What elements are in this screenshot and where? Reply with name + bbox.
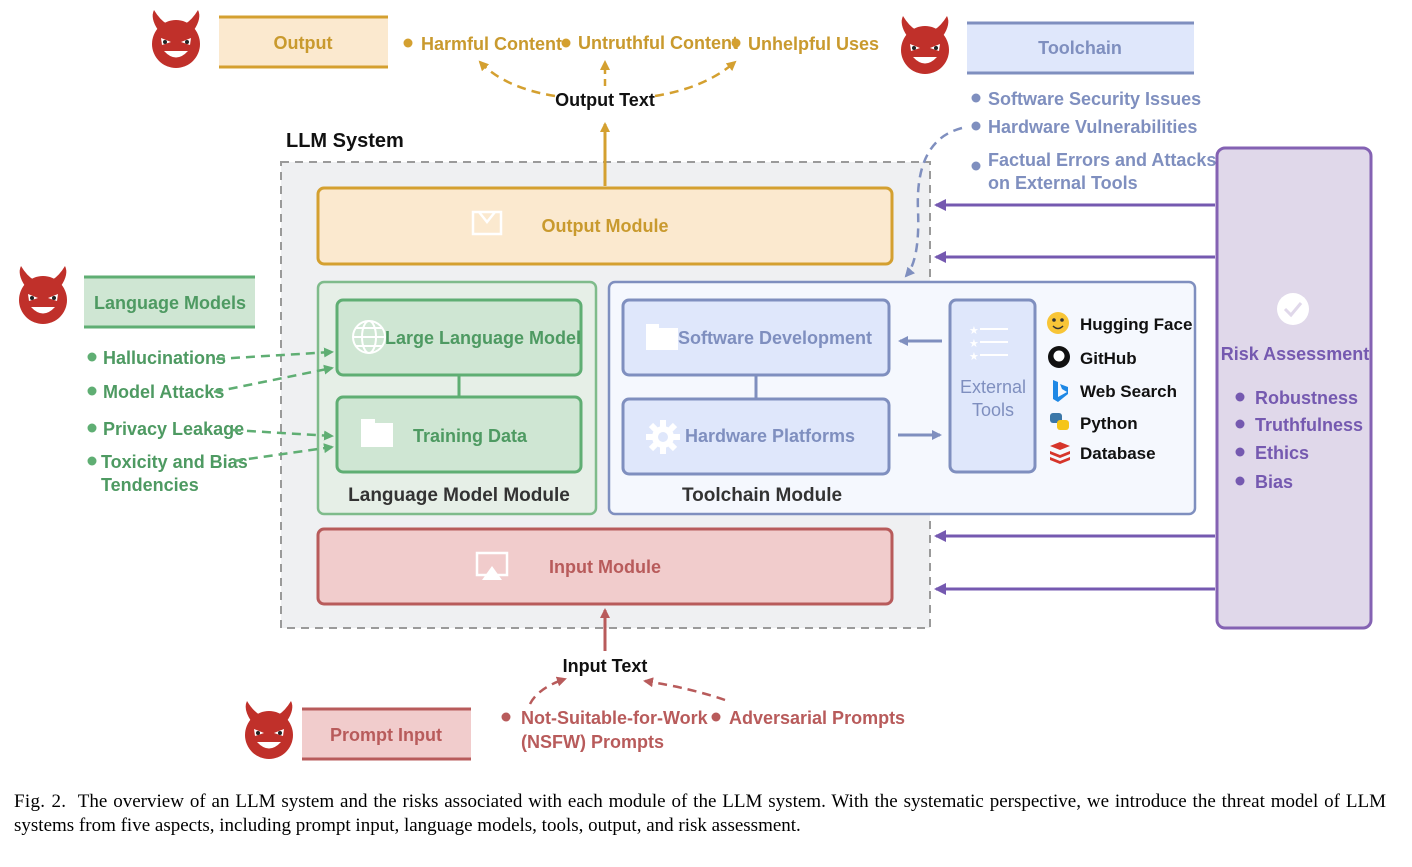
- large-language-model-box[interactable]: [335, 298, 583, 377]
- toolchain-tag-label: Toolchain: [1038, 38, 1122, 58]
- hardware-platforms-label: Hardware Platforms: [685, 426, 855, 446]
- monitor-icon: [475, 551, 509, 580]
- figure-caption: Fig. 2. The overview of an LLM system an…: [14, 790, 1386, 838]
- hugging-face-icon: [1047, 312, 1069, 334]
- inbox-icon: [471, 210, 503, 236]
- language-models-tag-label: Language Models: [94, 293, 246, 313]
- hardware-platforms-box[interactable]: [621, 397, 891, 476]
- risk-item-truthfulness: Truthfulness: [1255, 415, 1363, 435]
- devil-icon: [152, 10, 200, 68]
- prompt-input-tag: Prompt Input: [302, 707, 471, 761]
- risk-item-robustness: Robustness: [1255, 388, 1358, 408]
- lm-risk-toxicity: Toxicity and Bias: [101, 452, 248, 472]
- lm-risk-privacy: Privacy Leakage: [103, 419, 244, 439]
- database-icon: [1050, 442, 1070, 464]
- devil-icon: [245, 701, 293, 759]
- language-model-module-label: Language Model Module: [348, 485, 570, 506]
- external-tools-label: External: [960, 377, 1026, 397]
- tool-web-search: Web Search: [1080, 382, 1177, 401]
- github-icon: [1048, 346, 1070, 368]
- svg-text:★: ★: [969, 325, 979, 337]
- output-risk-untruthful: Untruthful Content: [578, 33, 738, 53]
- prompt-risk-nsfw-line2: (NSFW) Prompts: [521, 732, 664, 752]
- tool-python: Python: [1080, 414, 1138, 433]
- risk-assessment-title: Risk Assessment: [1221, 344, 1369, 364]
- toolchain-tag: Toolchain: [967, 21, 1194, 75]
- input-module-label: Input Module: [549, 557, 661, 577]
- risk-item-ethics: Ethics: [1255, 443, 1309, 463]
- training-data-label: Training Data: [413, 426, 528, 446]
- folder-icon: [361, 419, 393, 447]
- input-module[interactable]: [316, 527, 894, 606]
- lm-risk-toxicity-line2: Tendencies: [101, 475, 199, 495]
- language-models-tag: Language Models: [84, 275, 255, 329]
- prompt-risk-adversarial: Adversarial Prompts: [729, 708, 905, 728]
- globe-icon: [352, 320, 386, 354]
- tool-database: Database: [1080, 444, 1156, 463]
- check-circle-icon: [1277, 293, 1309, 325]
- risk-assessment-panel[interactable]: [1215, 146, 1373, 630]
- figure-caption-text: The overview of an LLM system and the ri…: [14, 791, 1386, 836]
- output-tag-label: Output: [274, 33, 333, 53]
- lm-risk-hallucinations: Hallucinations: [103, 348, 226, 368]
- python-icon: [1050, 413, 1069, 430]
- tool-hugging-face: Hugging Face: [1080, 315, 1192, 334]
- tool-github: GitHub: [1080, 349, 1137, 368]
- software-development-box[interactable]: [621, 298, 891, 377]
- figure-caption-label: Fig. 2.: [14, 791, 67, 812]
- toolchain-risk-factual-line2: on External Tools: [988, 173, 1138, 193]
- software-development-label: Software Development: [678, 328, 872, 348]
- output-risk-harmful: Harmful Content: [421, 34, 562, 54]
- toolchain-risk-factual: Factual Errors and Attacks: [988, 150, 1216, 170]
- prompt-risk-nsfw: Not-Suitable-for-Work: [521, 708, 709, 728]
- svg-text:★: ★: [969, 351, 979, 363]
- risk-item-bias: Bias: [1255, 472, 1293, 492]
- output-tag: Output: [219, 15, 388, 69]
- toolchain-risk-hardware: Hardware Vulnerabilities: [988, 117, 1197, 137]
- lm-risk-model-attacks: Model Attacks: [103, 382, 224, 402]
- toolchain-risk-software: Software Security Issues: [988, 89, 1201, 109]
- toolchain-module-label: Toolchain Module: [682, 485, 842, 506]
- input-text-label: Input Text: [563, 656, 648, 676]
- output-risk-unhelpful: Unhelpful Uses: [748, 34, 879, 54]
- devil-icon: [19, 266, 67, 324]
- large-language-model-label: Large Language Model: [385, 328, 581, 348]
- external-tools-box[interactable]: [948, 298, 1037, 474]
- svg-text:★: ★: [969, 338, 979, 350]
- output-text-label: Output Text: [555, 90, 655, 110]
- folder-icon: [646, 324, 678, 350]
- training-data-box[interactable]: [335, 395, 583, 474]
- list-icon: ★ ★ ★: [969, 325, 1008, 363]
- llm-system-title: LLM System: [286, 130, 404, 152]
- output-module-label: Output Module: [542, 216, 669, 236]
- bing-icon: [1053, 380, 1068, 402]
- devil-icon: [901, 16, 949, 74]
- output-module[interactable]: [316, 186, 894, 266]
- gear-icon: [646, 420, 680, 454]
- prompt-input-tag-label: Prompt Input: [330, 725, 442, 745]
- external-tools-label-line2: Tools: [972, 400, 1014, 420]
